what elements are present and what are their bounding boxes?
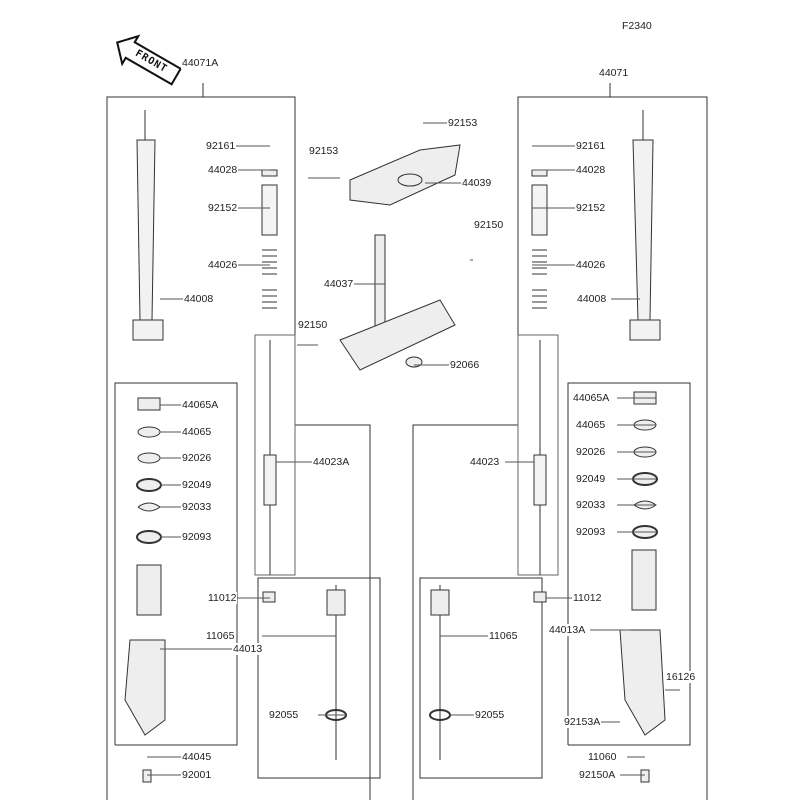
part-label[interactable]: 44039 (461, 177, 493, 189)
part-label[interactable]: 44045 (181, 751, 213, 763)
lower-triple-clamp (339, 234, 456, 371)
part-label[interactable]: 44013A (548, 624, 587, 636)
front-arrow-icon (116, 34, 182, 86)
upper-triple-clamp (349, 144, 461, 206)
part-label[interactable]: 11012 (207, 592, 238, 604)
part-label[interactable]: 44071A (181, 57, 220, 69)
part-label[interactable]: 92001 (181, 769, 213, 781)
leader-lines (147, 122, 680, 776)
part-label[interactable]: 92093 (181, 531, 213, 543)
diagram-code: F2340 (621, 20, 653, 32)
part-label[interactable]: 92153 (308, 145, 340, 157)
seal-rings-left (124, 397, 166, 783)
part-label[interactable]: 44008 (576, 293, 608, 305)
part-label[interactable]: 92161 (575, 140, 607, 152)
part-label[interactable]: 92150 (297, 319, 329, 331)
right-assembly-frame (412, 83, 708, 800)
part-label[interactable]: 44026 (207, 259, 239, 271)
part-label[interactable]: 44065A (181, 399, 220, 411)
part-label[interactable]: 44071 (598, 67, 630, 79)
part-label[interactable]: 11065 (488, 630, 519, 642)
part-label[interactable]: 16126 (665, 671, 697, 683)
part-label[interactable]: 11065 (205, 630, 236, 642)
part-label[interactable]: 92049 (575, 473, 607, 485)
part-label[interactable]: 44028 (575, 164, 607, 176)
spring-right (429, 169, 548, 760)
part-label[interactable]: 44013 (232, 643, 264, 655)
part-label[interactable]: 92033 (575, 499, 607, 511)
part-label[interactable]: 92026 (181, 452, 213, 464)
part-label[interactable]: 44065 (575, 419, 607, 431)
part-label[interactable]: 11012 (572, 592, 603, 604)
part-label[interactable]: 44037 (323, 278, 355, 290)
part-label[interactable]: 92066 (449, 359, 481, 371)
part-label[interactable]: 92152 (207, 202, 239, 214)
part-label[interactable]: 92150 (473, 219, 505, 231)
part-label[interactable]: 44028 (207, 164, 239, 176)
left-assembly-frame (106, 83, 381, 800)
part-label[interactable]: 92153A (563, 716, 602, 728)
part-label[interactable]: 92055 (268, 709, 300, 721)
part-label[interactable]: 44026 (575, 259, 607, 271)
spring-left (261, 169, 347, 760)
part-label[interactable]: 44008 (183, 293, 215, 305)
part-label[interactable]: 92033 (181, 501, 213, 513)
outer-tube-right (629, 110, 661, 341)
part-label[interactable]: 11060 (587, 751, 618, 763)
part-label[interactable]: 92093 (575, 526, 607, 538)
part-label[interactable]: 44023A (312, 456, 351, 468)
part-label[interactable]: 92150A (578, 769, 617, 781)
part-label[interactable]: 92049 (181, 479, 213, 491)
part-label[interactable]: 92026 (575, 446, 607, 458)
outer-tube-left (132, 110, 164, 341)
part-label[interactable]: 44023 (469, 456, 501, 468)
part-label[interactable]: 44065A (572, 392, 611, 404)
part-label[interactable]: 92055 (474, 709, 506, 721)
part-label[interactable]: 44065 (181, 426, 213, 438)
part-label[interactable]: 92161 (205, 140, 237, 152)
part-label[interactable]: 92153 (447, 117, 479, 129)
seal-rings-right (619, 391, 666, 783)
part-label[interactable]: 92152 (575, 202, 607, 214)
